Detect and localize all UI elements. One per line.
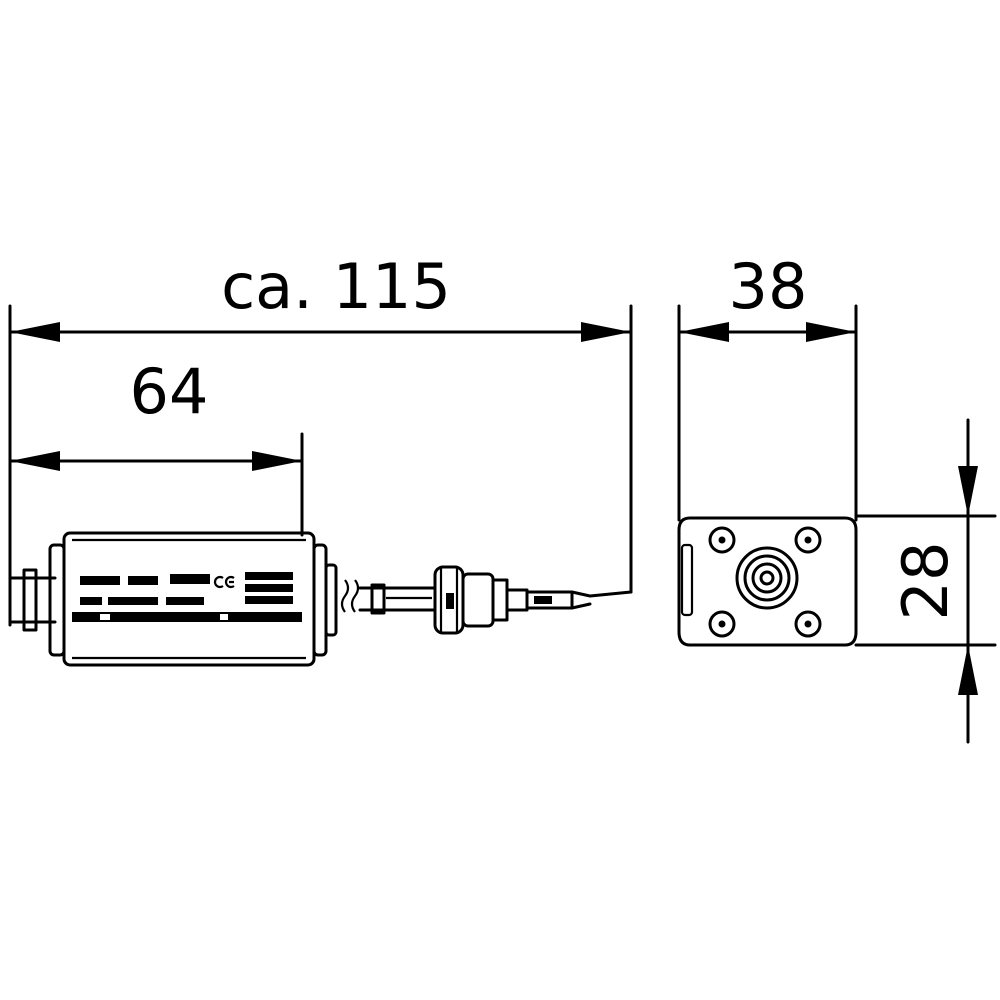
- screw-top-left-icon: [708, 526, 736, 554]
- device-side-view: [677, 516, 858, 647]
- coax-socket-icon: [735, 546, 799, 610]
- dimension-height: 28: [854, 418, 997, 744]
- ce-mark-icon: [213, 575, 235, 589]
- bnc-connector: [433, 565, 633, 635]
- housing-label-marks: [72, 572, 302, 622]
- screw-bottom-right-icon: [794, 610, 822, 638]
- screw-top-right-icon: [794, 526, 822, 554]
- device-front-view: [8, 531, 633, 667]
- height-label: 28: [889, 542, 962, 621]
- dimension-width: 38: [677, 250, 858, 522]
- overall-length-label: ca. 115: [221, 250, 451, 323]
- width-label: 38: [729, 250, 808, 323]
- screw-bottom-left-icon: [708, 610, 736, 638]
- dimension-overall-length: ca. 115: [8, 250, 633, 627]
- cable: [358, 583, 437, 615]
- left-connector: [8, 543, 66, 657]
- body-length-label: 64: [130, 355, 209, 428]
- cable-break: [340, 579, 360, 613]
- dimension-body-length: 64: [8, 355, 304, 537]
